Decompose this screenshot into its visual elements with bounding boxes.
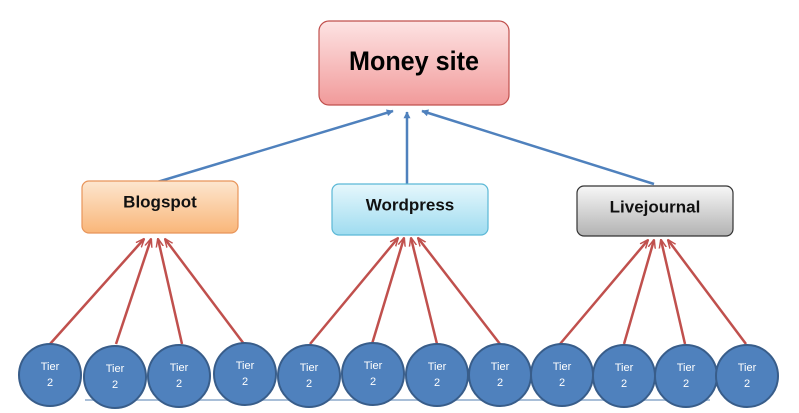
tier2-label-line1: Tier [106,363,125,375]
tier2-node: Tier 2 [147,344,211,408]
arrow-tier2-9 [559,240,648,345]
tier2-node: Tier 2 [530,343,594,407]
arrow-tier2-4 [165,239,245,345]
tier2-label-line1: Tier [41,361,60,373]
arrow-tier2-8 [418,238,501,345]
tier2-node: Tier 2 [405,343,469,407]
tier2-label-line1: Tier [428,361,447,373]
arrow-tier2-11 [661,240,687,345]
arrow-tier2-2 [114,239,151,345]
tier2-arrows [49,238,747,345]
tier2-label-line1: Tier [677,362,696,374]
tier2-label-line2: 2 [47,377,53,389]
tier2-node: Tier 2 [592,344,656,408]
tier2-label-line2: 2 [176,378,182,390]
arrow-livejournal-to-money [421,109,655,186]
money-site-label: Money site [349,46,479,76]
arrow-blogspot-to-money [153,109,394,185]
tier1-node-wordpress: Wordpress [331,183,489,236]
tier2-label-line2: 2 [242,376,248,388]
tier2-node: Tier 2 [341,342,405,406]
tier2-label-line1: Tier [738,362,757,374]
tier2-nodes: Tier 2 Tier 2 Tier 2 Tier 2 Tier 2 Tier … [18,342,779,409]
tier1-arrows [153,109,655,186]
tier2-node: Tier 2 [277,344,341,408]
tier2-label-line1: Tier [170,362,189,374]
arrow-tier2-1 [49,239,144,345]
tier2-label-line2: 2 [621,378,627,390]
tier1-node-livejournal: Livejournal [576,185,734,237]
arrow-tier2-10 [622,240,654,345]
tier2-label-line2: 2 [434,377,440,389]
tier2-label-line2: 2 [744,378,750,390]
tier2-node: Tier 2 [213,342,277,406]
arrow-tier2-12 [668,240,747,345]
tier2-label-line1: Tier [300,362,319,374]
tier2-node: Tier 2 [715,344,779,408]
tier1-label-wordpress: Wordpress [366,195,455,214]
tier1-label-livejournal: Livejournal [610,197,701,216]
tier2-label-line1: Tier [615,362,634,374]
arrow-tier2-5 [309,238,398,345]
tier2-label-line2: 2 [497,377,503,389]
arrow-tier2-6 [370,238,404,345]
tier2-label-line1: Tier [364,360,383,372]
tier1-label-blogspot: Blogspot [123,192,197,211]
money-site-node: Money site [318,20,510,106]
tier2-node: Tier 2 [83,345,147,409]
tier2-label-line1: Tier [553,361,572,373]
tier2-label-line1: Tier [236,360,255,372]
arrow-tier2-7 [411,238,439,345]
tier1-node-blogspot: Blogspot [81,180,239,234]
tier2-node: Tier 2 [18,343,82,407]
tier2-node: Tier 2 [654,344,718,408]
tier2-label-line1: Tier [491,361,510,373]
tier2-node: Tier 2 [468,343,532,407]
tier2-label-line2: 2 [306,378,312,390]
tier2-label-line2: 2 [370,376,376,388]
tier2-label-line2: 2 [683,378,689,390]
arrow-tier2-3 [158,239,184,345]
tier2-label-line2: 2 [559,377,565,389]
tier2-label-line2: 2 [112,379,118,391]
